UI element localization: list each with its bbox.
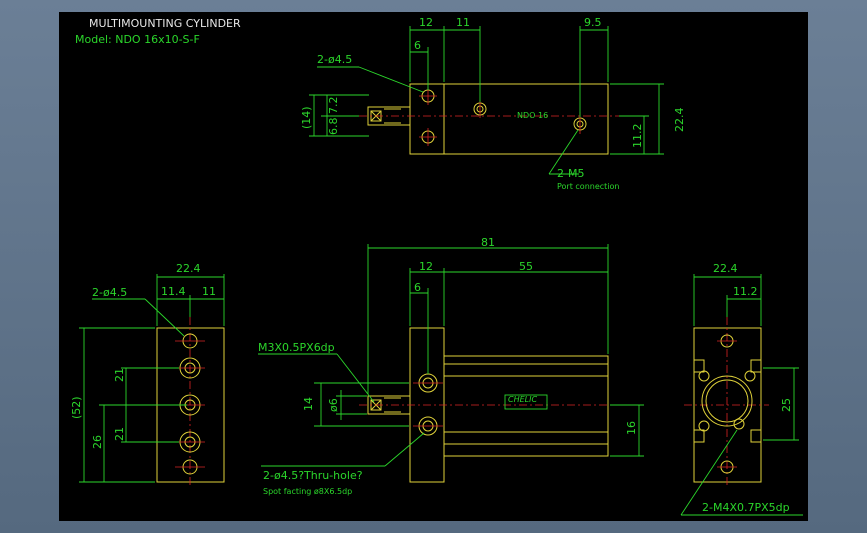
spot-facing-label: Spot facting ø8X6.5dp — [263, 487, 352, 496]
port-desc: Port connection — [557, 182, 619, 191]
dim-22-4: 22.4 — [673, 108, 686, 133]
dim-6: 6 — [414, 39, 421, 52]
dim-6: 6 — [414, 281, 421, 294]
dim-14: 14 — [302, 397, 315, 411]
dim-11: 11 — [456, 16, 470, 29]
port-label: 2-M5 — [557, 167, 584, 180]
dim-7-2: 7.2 — [327, 97, 340, 115]
dim-11: 11 — [202, 285, 216, 298]
front-view: CHELIC 81 12 55 6 M3X0.5PX6dp 14 ø6 16 — [258, 236, 644, 496]
brand-plate — [504, 394, 548, 410]
drawing-canvas: MULTIMOUNTING CYLINDER Model: NDO 16x10-… — [59, 12, 808, 521]
dim-52: (52) — [70, 396, 83, 419]
dim-12: 12 — [419, 260, 433, 273]
dim-6-8: 6.8 — [327, 118, 340, 136]
thread-label: 2-M4X0.7PX5dp — [702, 501, 790, 514]
dim-11-2: 11.2 — [631, 124, 644, 149]
dim-25: 25 — [780, 398, 793, 412]
model-label: Model: NDO 16x10-S-F — [75, 33, 200, 46]
dim-11-4: 11.4 — [161, 285, 186, 298]
left-view: 22.4 11.4 11 2-ø4.5 (52) 26 21 21 — [70, 262, 225, 488]
hole-label: 2-ø4.5?Thru-hole? — [263, 469, 363, 482]
dim-phi6: ø6 — [327, 398, 340, 412]
dim-9-5: 9.5 — [584, 16, 602, 29]
dim-12: 12 — [419, 16, 433, 29]
hole-label: 2-ø4.5 — [92, 286, 127, 299]
dim-11-2: 11.2 — [733, 285, 758, 298]
top-view: NDO 16 12 11 9.5 6 2-ø4.5 (14) 7.2 6.8 — [300, 16, 686, 191]
dim-55: 55 — [519, 260, 533, 273]
dim-14: (14) — [300, 106, 313, 129]
dim-16: 16 — [625, 421, 638, 435]
front-view-tube — [443, 355, 609, 457]
right-view: 22.4 11.2 25 2-M4X0.7PX5dp — [680, 262, 803, 516]
dim-21-upper: 21 — [113, 368, 126, 382]
drawing-title: MULTIMOUNTING CYLINDER — [89, 17, 241, 30]
dim-81: 81 — [481, 236, 495, 249]
thread-label: M3X0.5PX6dp — [258, 341, 335, 354]
threaded-hole — [733, 418, 745, 430]
model-tag: NDO 16 — [517, 111, 548, 120]
dim-22-4: 22.4 — [713, 262, 738, 275]
dim-21-lower: 21 — [113, 427, 126, 441]
hole-label: 2-ø4.5 — [317, 53, 352, 66]
top-view-body — [409, 83, 609, 155]
dim-26: 26 — [91, 435, 104, 449]
dim-22-4: 22.4 — [176, 262, 201, 275]
brand-label: CHELIC — [508, 395, 537, 404]
bore — [701, 375, 753, 427]
cad-drawing: MULTIMOUNTING CYLINDER Model: NDO 16x10-… — [70, 16, 803, 516]
